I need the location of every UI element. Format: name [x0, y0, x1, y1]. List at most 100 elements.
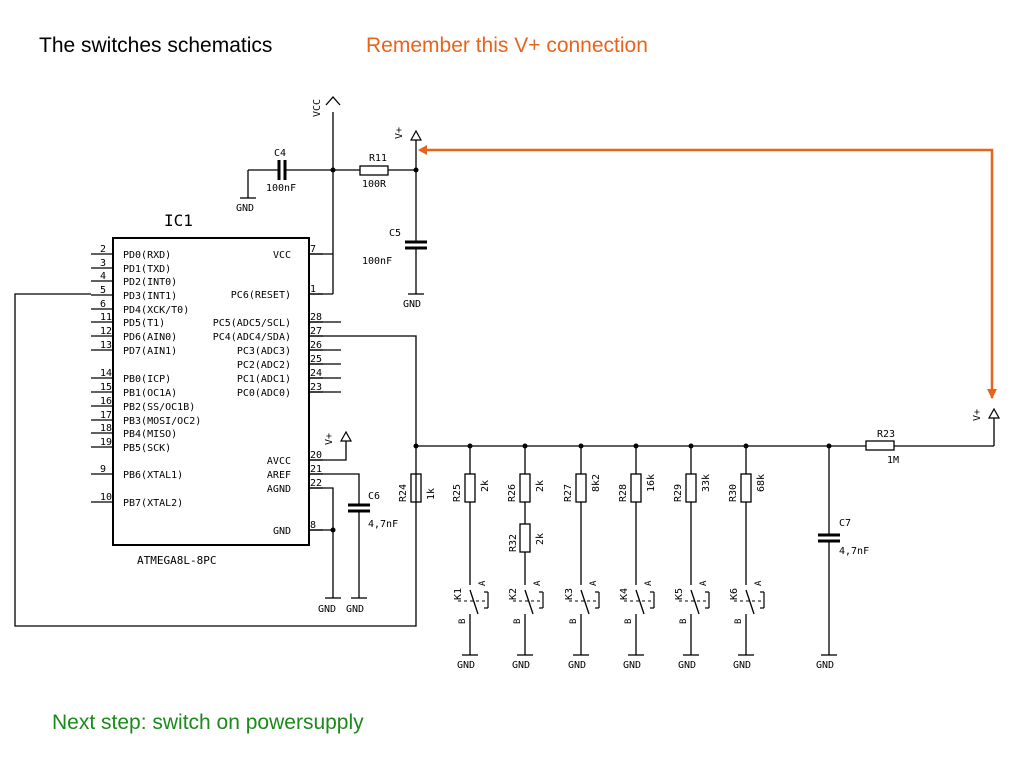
ic1-pin-number: 20: [310, 450, 322, 461]
resistor-r32: R32 2k: [508, 523, 546, 553]
switch-pin-b: B: [624, 619, 634, 624]
ic1-pin-number: 16: [100, 396, 112, 407]
ic1-pin-number: 28: [310, 312, 322, 323]
resistor-value: 33k: [701, 474, 712, 492]
ic1-pin-number: 5: [100, 285, 106, 296]
c4-ref: C4: [274, 148, 286, 159]
ic1-pin-name: PD2(INT0): [123, 277, 177, 288]
ic1-pin-number: 19: [100, 437, 112, 448]
ic1-pin-number: 24: [310, 368, 322, 379]
ic1-pin-number: 21: [310, 464, 322, 475]
switch-pin-b: B: [734, 619, 744, 624]
switch-pin-a: A: [533, 580, 543, 586]
c6-value: 4,7nF: [368, 519, 398, 530]
ic1-pin-name: GND: [273, 526, 291, 537]
ic1-pin-number: 14: [100, 368, 112, 379]
next-step-note: Next step: switch on powersupply: [52, 711, 364, 734]
r24-ref: R24: [398, 484, 409, 502]
ic1-pin-number: 10: [100, 492, 112, 503]
gnd-label: GND: [512, 660, 530, 671]
capacitor-c6: C6 4,7nF GND: [309, 473, 398, 615]
ic1-pin-name: PD4(XCK/T0): [123, 305, 189, 316]
switch-lever-k3: [580, 589, 590, 615]
ic1-pin-number: 3: [100, 258, 106, 269]
resistor-r27: [575, 473, 587, 503]
avcc-vplus-label: V+: [324, 433, 335, 445]
vcc-label: VCC: [312, 99, 323, 117]
resistor-r30: [740, 473, 752, 503]
resistor-ref: R30: [728, 484, 739, 502]
ic1-pin-name: AREF: [267, 470, 291, 481]
resistor-value: 16k: [646, 474, 657, 492]
resistor-value: 2k: [480, 480, 491, 492]
switch-lever-k6: [745, 589, 755, 615]
switch-lever-k2: [524, 589, 534, 615]
switch-ref: K2: [508, 588, 519, 600]
ic1-pin-number: 6: [100, 299, 106, 310]
resistor-r11: R11 100R: [333, 153, 419, 190]
ic1-pin-name: PD1(TXD): [123, 264, 171, 275]
switch-pin-a: A: [589, 580, 599, 586]
switch-ref: K4: [619, 588, 630, 600]
r23-value: 1M: [887, 455, 899, 466]
ic1-pin-name: PC5(ADC5/SCL): [213, 318, 291, 329]
r23-ref: R23: [877, 429, 895, 440]
resistor-ref: R27: [563, 484, 574, 502]
c5-ref: C5: [389, 228, 401, 239]
ic1-pin-number: 4: [100, 271, 106, 282]
switch-ref: K3: [564, 588, 575, 600]
c6-ref: C6: [368, 491, 380, 502]
resistor-ref: R26: [507, 484, 518, 502]
ic1-right-pins: 7VCC1PC6(RESET)28PC5(ADC5/SCL)27PC4(ADC4…: [213, 244, 323, 537]
ic1-pin-number: 15: [100, 382, 112, 393]
ic1-pin-name: PD5(T1): [123, 318, 165, 329]
ic1-pin-number: 26: [310, 340, 322, 351]
c7-value: 4,7nF: [839, 546, 869, 557]
resistor-ref: R29: [673, 484, 684, 502]
switch-bus: V+: [416, 407, 1001, 447]
c6-gnd: GND: [346, 604, 364, 615]
capacitor-c5: C5 100nF GND: [362, 228, 427, 310]
ic1-pin-name: PD6(AIN0): [123, 332, 177, 343]
avcc-vplus: V+: [309, 430, 353, 461]
ic1-pin-name: PB4(MISO): [123, 429, 177, 440]
resistor-value: 68k: [756, 474, 767, 492]
switch-pin-a: A: [754, 580, 764, 586]
ic1-pin-number: 13: [100, 340, 112, 351]
agnd-gnd: GND: [309, 487, 341, 615]
c4-value: 100nF: [266, 183, 296, 194]
ic1-pin-name: PB1(OC1A): [123, 388, 177, 399]
ic1-left-pins: 2PD0(RXD)3PD1(TXD)4PD2(INT0)5PD3(INT1)6P…: [91, 244, 201, 509]
r11-ref: R11: [369, 153, 387, 164]
ic1-pin-name: PC2(ADC2): [237, 360, 291, 371]
switch-pin-b: B: [569, 619, 579, 624]
ic1-pin-name: PC0(ADC0): [237, 388, 291, 399]
vplus-highlight-arrow: [418, 145, 997, 399]
switch-lever-k5: [690, 589, 700, 615]
ic1-pin-number: 23: [310, 382, 322, 393]
ic1-pin-name: PD7(AIN1): [123, 346, 177, 357]
switch-ref: K1: [453, 588, 464, 600]
vcc-supply: VCC: [309, 96, 341, 295]
r32-value: 2k: [535, 533, 546, 545]
resistor-r23: R23 1M: [865, 429, 899, 466]
ic1-pin-number: 8: [310, 520, 316, 531]
c7-ref: C7: [839, 518, 851, 529]
ic1-pin-number: 22: [310, 478, 322, 489]
r11-value: 100R: [362, 179, 387, 190]
ic1-pin-name: PB3(MOSI/OC2): [123, 416, 201, 427]
resistor-value: 2k: [535, 480, 546, 492]
ic1-pin-name: PB0(ICP): [123, 374, 171, 385]
ic1-pin-name: AVCC: [267, 456, 291, 467]
switch-pin-a: A: [644, 580, 654, 586]
ic1-pin-name: PC3(ADC3): [237, 346, 291, 357]
resistor-r28: [630, 473, 642, 503]
ic1-pin-number: 27: [310, 326, 322, 337]
